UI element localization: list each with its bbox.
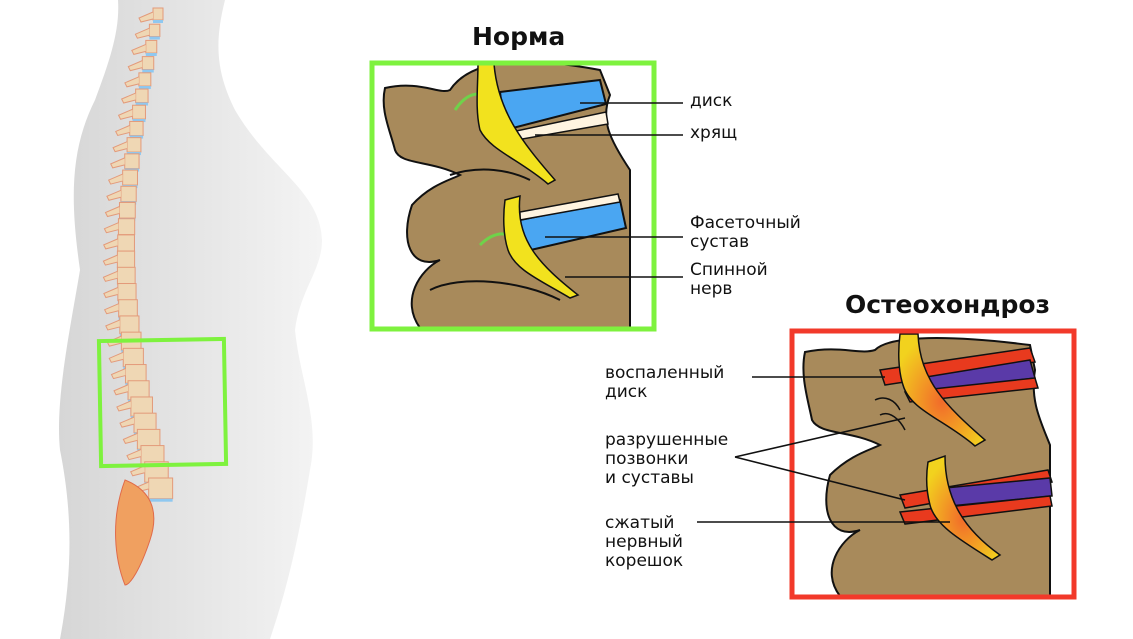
vertebra xyxy=(135,88,149,104)
spinous-process xyxy=(127,60,143,72)
vertebra xyxy=(119,315,140,335)
spinous-process xyxy=(103,303,119,315)
disc xyxy=(129,135,144,139)
body-silhouette xyxy=(59,0,323,639)
spinous-process xyxy=(112,141,128,153)
spinous-process xyxy=(107,173,123,185)
spinous-process xyxy=(103,287,119,299)
spinous-process xyxy=(106,189,122,201)
vertebra xyxy=(116,250,136,269)
vertebra xyxy=(122,169,138,186)
spinous-process xyxy=(102,254,118,266)
vertebra xyxy=(122,347,144,368)
vertebra xyxy=(138,72,152,87)
spinous-process xyxy=(117,108,133,120)
vertebra xyxy=(148,23,161,38)
spinous-process xyxy=(102,270,118,282)
label-spinal-nerve: Спинной нерв xyxy=(690,260,768,299)
spinous-process xyxy=(105,319,121,331)
spinous-process xyxy=(124,76,140,88)
spinous-process xyxy=(110,368,126,380)
vertebra xyxy=(116,266,136,285)
vertebra xyxy=(141,56,155,71)
spinous-process xyxy=(119,416,135,428)
normal-leader-lines xyxy=(535,102,683,278)
spinous-process xyxy=(110,157,125,169)
label-facet-joint: Фасеточный сустав xyxy=(690,213,801,252)
vertebra xyxy=(126,137,142,153)
spinous-process xyxy=(134,27,150,39)
spinous-process xyxy=(131,43,146,55)
sacrum xyxy=(115,479,155,586)
spinous-process xyxy=(120,92,136,104)
osteochondrosis-title: Остеохондроз xyxy=(845,290,1051,319)
vertebra xyxy=(117,218,136,236)
vertebra xyxy=(118,299,138,318)
spinous-process xyxy=(108,351,124,363)
osteo-leader-lines xyxy=(697,376,950,523)
disc xyxy=(153,20,163,23)
spinous-process xyxy=(126,449,142,461)
spine xyxy=(102,7,174,586)
label-disc: диск xyxy=(690,91,733,111)
disc xyxy=(135,102,149,106)
vertebra xyxy=(117,283,137,302)
normal-frame xyxy=(369,60,657,332)
spinous-process xyxy=(116,400,132,412)
vertebra xyxy=(132,104,146,120)
label-compressed-root: сжатый нервный корешок xyxy=(605,513,684,571)
disc xyxy=(132,119,146,123)
spinous-process xyxy=(104,206,120,218)
vertebra xyxy=(118,201,136,219)
label-cartilage: хрящ xyxy=(690,123,738,143)
vertebra xyxy=(117,234,135,252)
disc xyxy=(142,69,154,73)
vertebra xyxy=(129,120,144,137)
spine-highlight-frame xyxy=(96,336,229,469)
label-inflamed-disc: воспаленный диск xyxy=(605,363,725,402)
spinous-process xyxy=(103,238,118,250)
disc xyxy=(149,36,160,40)
spinous-process xyxy=(115,124,130,137)
spinous-process xyxy=(138,11,154,23)
disc xyxy=(145,53,157,57)
vertebra xyxy=(152,7,164,21)
normal-title: Норма xyxy=(472,22,566,51)
osteochondrosis-frame xyxy=(789,328,1077,600)
disc xyxy=(138,86,151,90)
disc xyxy=(148,498,173,502)
vertebra xyxy=(124,153,140,170)
spinous-process xyxy=(103,222,119,234)
spinous-process xyxy=(122,432,138,444)
normal-illustration xyxy=(382,64,631,328)
spinous-process xyxy=(113,384,129,396)
label-destroyed-vertebrae: разрушенные позвонки и суставы xyxy=(605,430,729,488)
vertebra xyxy=(148,477,174,500)
vertebra xyxy=(120,185,137,203)
osteochondrosis-illustration xyxy=(802,333,1053,596)
vertebra xyxy=(145,39,158,54)
spinous-process xyxy=(130,465,145,477)
